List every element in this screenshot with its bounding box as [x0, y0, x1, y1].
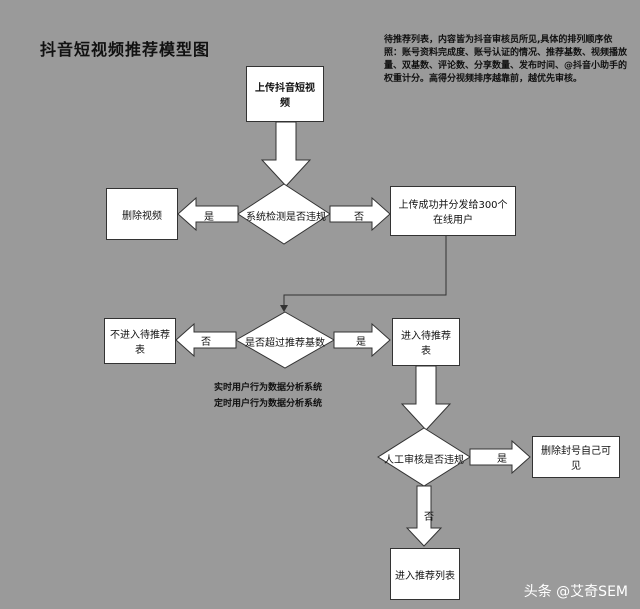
node-delete-label: 删除视频	[122, 210, 162, 222]
label-no-3: 否	[424, 512, 434, 523]
arrow-check1-to-distribute	[329, 196, 391, 232]
arrow-upload-to-check1	[260, 121, 312, 187]
node-check2-label: 是否超过推荐基数	[245, 338, 325, 349]
node-upload-label: 上传抖音短视频	[255, 83, 315, 109]
note-text: 待推荐列表，内容皆为抖音审核员所见,具体的排列顺序依照：账号资料完成度、账号认证…	[384, 35, 628, 84]
label-yes-2: 是	[356, 337, 366, 348]
node-delete: 删除视频	[106, 188, 178, 240]
arrow-check3-to-ban	[469, 439, 531, 475]
arrow-check1-to-delete	[177, 196, 239, 232]
label-yes-1: 是	[204, 212, 214, 223]
node-ban-label: 删除封号自己可见	[541, 446, 611, 472]
node-distribute-label: 上传成功并分发给300个在线用户	[398, 200, 508, 226]
arrow-inlist-to-check3	[400, 365, 452, 431]
connector-arrowhead	[280, 305, 288, 312]
system-realtime: 实时用户行为数据分析系统	[214, 383, 323, 393]
connector-distribute-to-check2	[283, 236, 447, 306]
node-ban: 删除封号自己可见	[532, 436, 620, 478]
node-check1-label: 系统检测是否违规	[246, 212, 326, 223]
node-recommend-label: 进入推荐列表	[395, 570, 455, 582]
diamond-check1	[237, 183, 331, 245]
node-not-in-list: 不进入待推荐表	[104, 318, 176, 364]
page-title: 抖音短视频推荐模型图	[40, 40, 211, 59]
node-distribute: 上传成功并分发给300个在线用户	[390, 186, 516, 236]
system-scheduled: 定时用户行为数据分析系统	[214, 399, 323, 409]
node-in-list: 进入待推荐表	[392, 318, 460, 366]
node-check3-label: 人工审核是否违规	[384, 455, 464, 466]
node-in-list-label: 进入待推荐表	[401, 331, 451, 357]
arrow-check3-to-recommend	[405, 485, 443, 547]
node-upload: 上传抖音短视频	[246, 66, 324, 122]
label-no-2: 否	[201, 337, 211, 348]
node-not-in-list-label: 不进入待推荐表	[110, 330, 170, 356]
node-recommend: 进入推荐列表	[390, 548, 460, 600]
label-no-1: 否	[354, 212, 364, 223]
label-yes-3: 是	[497, 454, 507, 465]
arrow-check2-to-notlist	[175, 322, 237, 358]
diamond-check2	[234, 311, 336, 369]
watermark: 头条 @艾奇SEM	[523, 584, 628, 600]
arrow-check2-to-inlist	[333, 322, 391, 358]
